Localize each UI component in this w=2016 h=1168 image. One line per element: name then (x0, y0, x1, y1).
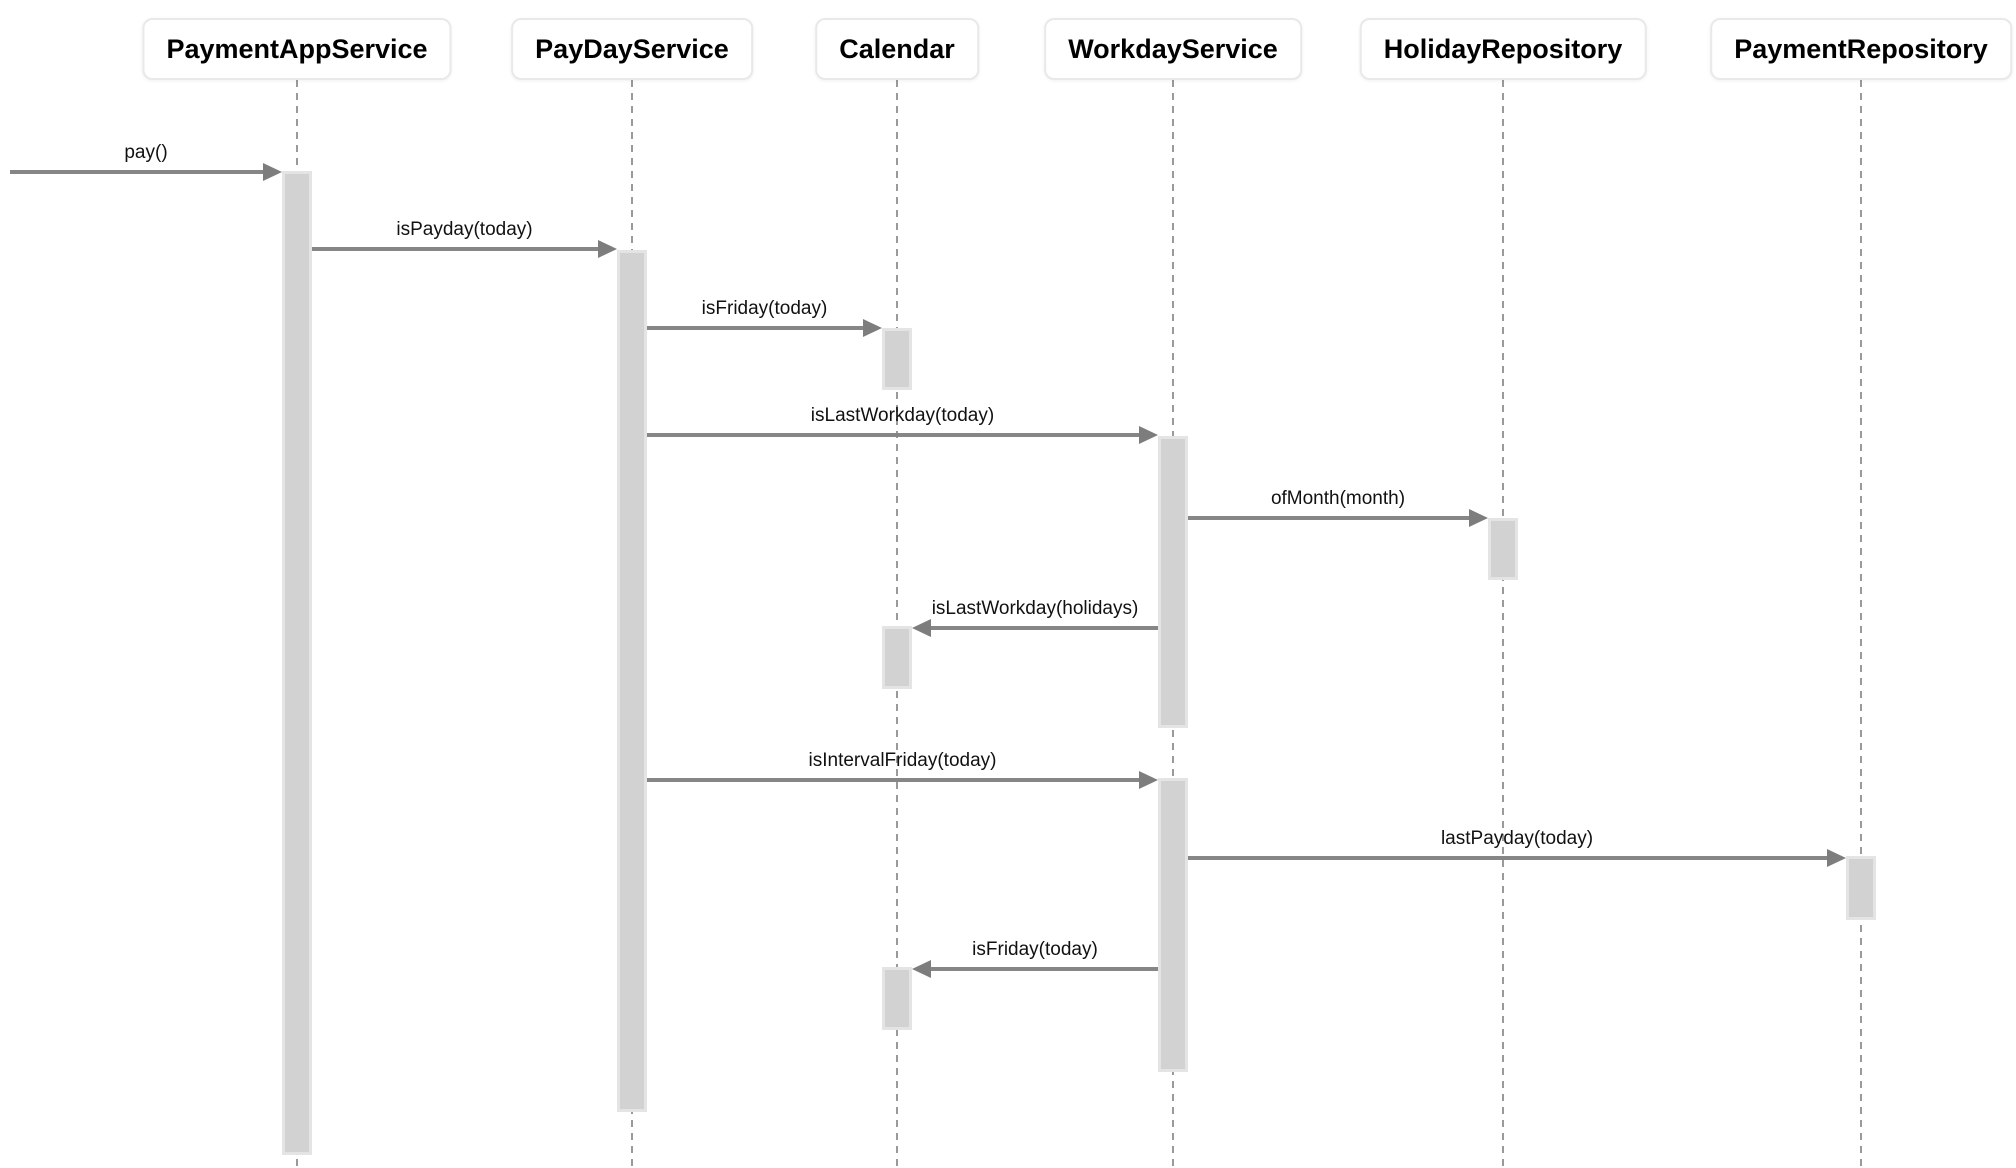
participant-holidayrepository: HolidayRepository (1359, 18, 1647, 80)
participant-workdayservice: WorkdayService (1044, 18, 1302, 80)
participant-paydayservice: PayDayService (511, 18, 753, 80)
message-label-islastworkday-holidays: isLastWorkday(holidays) (931, 598, 1139, 619)
message-line-pay (10, 170, 265, 174)
activation-paymentappservice (282, 171, 312, 1155)
message-line-islastworkday-today (647, 433, 1141, 437)
message-label-ispayday-today: isPayday(today) (396, 219, 533, 240)
message-line-isfriday-today (929, 967, 1158, 971)
message-arrowhead-lastpayday-today (1827, 849, 1846, 867)
message-line-isintervalfriday-today (647, 778, 1141, 782)
message-label-isfriday-today: isFriday(today) (701, 298, 828, 319)
message-arrowhead-pay (263, 163, 282, 181)
message-arrowhead-islastworkday-holidays (912, 619, 931, 637)
message-label-ofmonth-month: ofMonth(month) (1270, 488, 1406, 509)
message-arrowhead-ofmonth-month (1469, 509, 1488, 527)
message-arrowhead-islastworkday-today (1139, 426, 1158, 444)
activation-paymentrepository (1846, 856, 1876, 920)
message-arrowhead-ispayday-today (598, 240, 617, 258)
message-label-isfriday-today: isFriday(today) (972, 939, 1098, 960)
participant-paymentappservice: PaymentAppService (142, 18, 452, 80)
activation-workdayservice (1158, 436, 1188, 728)
activation-paydayservice (617, 250, 647, 1112)
message-arrowhead-isfriday-today (912, 960, 931, 978)
lifeline-holidayrepository (1502, 80, 1504, 1168)
activation-calendar (882, 967, 912, 1030)
message-label-islastworkday-today: isLastWorkday(today) (810, 405, 995, 426)
lifeline-calendar (896, 80, 898, 1168)
message-line-islastworkday-holidays (929, 626, 1158, 630)
message-line-isfriday-today (647, 326, 865, 330)
activation-calendar (882, 626, 912, 689)
lifeline-paymentrepository (1860, 80, 1862, 1168)
activation-holidayrepository (1488, 518, 1518, 580)
message-label-lastpayday-today: lastPayday(today) (1440, 828, 1594, 849)
message-label-isintervalfriday-today: isIntervalFriday(today) (808, 750, 997, 771)
message-line-ispayday-today (312, 247, 600, 251)
participant-paymentrepository: PaymentRepository (1710, 18, 2012, 80)
message-arrowhead-isfriday-today (863, 319, 882, 337)
message-arrowhead-isintervalfriday-today (1139, 771, 1158, 789)
message-line-lastpayday-today (1188, 856, 1829, 860)
message-label-pay: pay() (124, 142, 168, 163)
message-line-ofmonth-month (1188, 516, 1471, 520)
activation-workdayservice (1158, 778, 1188, 1072)
participant-calendar: Calendar (815, 18, 979, 80)
activation-calendar (882, 328, 912, 390)
